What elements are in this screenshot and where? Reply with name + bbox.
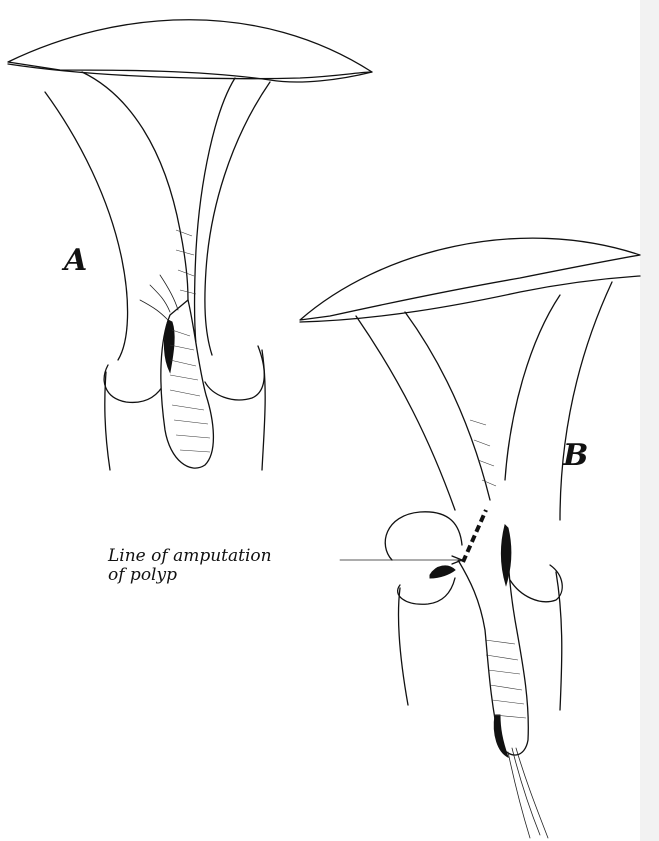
figure-a-label: A (61, 243, 87, 278)
callout-line-2: of polyp (108, 565, 177, 585)
callout-line-1: Line of amputation (107, 546, 272, 566)
figure-b-drawing (300, 238, 640, 838)
scan-edge (640, 0, 659, 841)
figure-a-drawing (8, 20, 372, 470)
figure-b-label: B (562, 438, 588, 473)
